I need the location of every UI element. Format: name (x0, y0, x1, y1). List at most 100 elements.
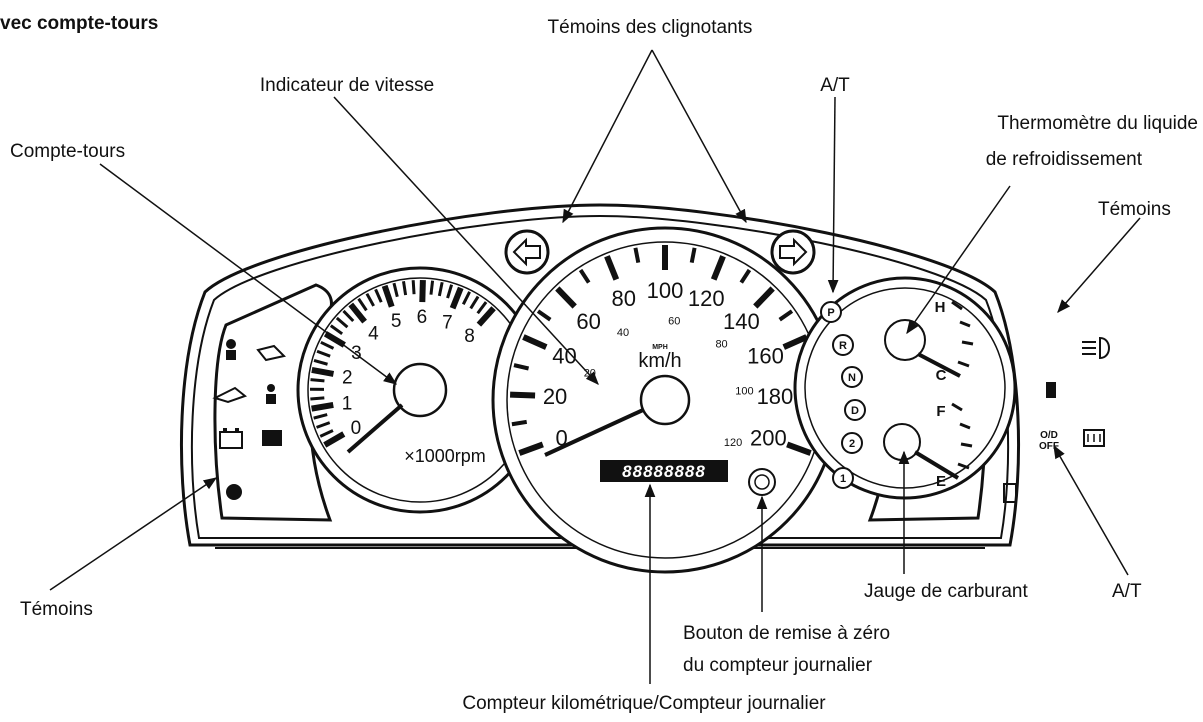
tachometer-number: 2 (342, 368, 353, 389)
temp-gauge-needle (917, 352, 961, 378)
speedometer-number: 160 (747, 343, 784, 368)
gear-indicator-letter: D (851, 405, 859, 417)
od-off-top-label: O/D (1040, 430, 1058, 441)
fuel-gauge-full-label: F (936, 403, 945, 420)
speedometer-mph-label: MPH (652, 344, 668, 351)
tachometer-major-tick (311, 367, 335, 377)
gear-indicator-letter: P (827, 307, 834, 319)
tachometer-minor-tick (313, 359, 328, 366)
speedometer-needle (544, 408, 644, 457)
tachometer-number: 6 (417, 307, 428, 328)
tachometer-minor-tick (476, 301, 488, 315)
tachometer-major-tick (323, 431, 346, 448)
speedometer-minor-tick (536, 309, 552, 322)
tachometer-minor-tick (374, 288, 383, 303)
tachometer-minor-tick (319, 429, 334, 438)
speedometer-number: 80 (612, 286, 636, 311)
odometer-display-digits: 88888888 (622, 462, 706, 481)
tachometer-minor-tick (310, 378, 325, 383)
tachometer-minor-tick (335, 316, 349, 329)
speedometer-major-tick (786, 441, 812, 456)
speedometer-number: 100 (647, 278, 684, 303)
seatbelt-passenger-icon (1046, 382, 1056, 398)
speedometer-minor-tick (513, 363, 530, 371)
tachometer-minor-tick (469, 295, 480, 310)
callout-lines (49, 49, 1141, 684)
tachometer-minor-tick (357, 297, 368, 312)
left-turn-signal-icon (504, 229, 550, 275)
speedometer-number: 140 (723, 309, 760, 334)
diagram-heading: vec compte-tours (0, 13, 159, 34)
speedometer-major-tick (555, 286, 577, 309)
gear-indicator-letter: R (839, 340, 847, 352)
speedometer-number: 120 (688, 286, 725, 311)
tachometer-number: 0 (351, 418, 362, 439)
trip-reset-knob (748, 468, 776, 496)
gear-indicator-letter: N (848, 372, 856, 384)
callout-trip-reset-line2: du compteur journalier (683, 655, 873, 676)
tachometer-minor-tick (402, 281, 408, 296)
tachometer-number: 4 (368, 323, 379, 344)
speedometer-unit-label: km/h (638, 350, 681, 372)
tachometer-minor-tick (310, 396, 325, 401)
gear-indicator-ring (832, 467, 854, 489)
tachometer-minor-tick (461, 291, 471, 305)
callout-fuel-gauge: Jauge de carburant (864, 581, 1028, 602)
tachometer-major-tick (381, 284, 395, 308)
speedometer-inner-number: 40 (617, 327, 629, 339)
speedometer-inner-number: 60 (668, 316, 680, 328)
speedometer-major-tick (604, 255, 620, 281)
tachometer-minor-tick (429, 280, 435, 295)
gear-indicator-ring (832, 334, 854, 356)
temp-gauge-hot-label: H (935, 299, 946, 316)
tachometer-minor-tick (313, 413, 328, 420)
tachometer-hub (392, 362, 448, 418)
tachometer-minor-tick (316, 421, 331, 429)
tachometer-number: 1 (342, 394, 353, 415)
fuel-gauge-needle (913, 450, 960, 480)
oil-pressure-icon (256, 344, 286, 362)
callout-coolant-line2: de refroidissement (985, 149, 1142, 170)
gear-indicator-letter: 2 (849, 438, 855, 450)
fuel-gauge-empty-label: E (936, 473, 946, 490)
od-off-bottom-label: OFF (1039, 441, 1059, 452)
callout-warning-lights-right: Témoins (1098, 199, 1171, 220)
tachometer-needle (346, 403, 404, 454)
speedometer-inner-number: 120 (724, 437, 742, 449)
right-turn-signal-icon (770, 229, 816, 275)
tachometer-minor-tick (411, 280, 416, 295)
gear-indicator-ring (844, 399, 866, 421)
callout-coolant-line1: Thermomètre du liquide (997, 113, 1198, 134)
callout-at-bottom: A/T (1112, 581, 1142, 602)
airbag-icon (266, 384, 276, 404)
door-open-icon (212, 386, 248, 404)
tachometer-major-tick (449, 286, 464, 310)
headlight-icon (1082, 336, 1110, 360)
speedometer-hub (639, 374, 691, 426)
callout-at-top: A/T (820, 75, 850, 96)
speedometer-inner-number: 80 (715, 338, 727, 350)
speedometer-minor-tick (633, 247, 641, 263)
gear-indicator-letter: 1 (840, 473, 846, 485)
gear-indicator-ring (820, 301, 842, 323)
speedometer-number: 60 (576, 309, 600, 334)
tachometer-major-tick (476, 306, 496, 327)
callout-odometer: Compteur kilométrique/Compteur journalie… (462, 693, 826, 714)
speedometer-minor-tick (689, 247, 697, 263)
speedometer-major-tick (782, 334, 808, 350)
speedometer-inner-number: 100 (735, 386, 753, 398)
gear-indicator-ring (841, 432, 863, 454)
tachometer-minor-tick (329, 324, 344, 336)
speedometer-major-tick (753, 286, 775, 309)
rear-defog-icon (1083, 429, 1105, 447)
battery-icon (219, 428, 243, 449)
brake-warning-icon (262, 430, 282, 446)
callout-speedometer: Indicateur de vitesse (259, 75, 435, 96)
callout-tachometer: Compte-tours (10, 141, 126, 162)
speedometer-minor-tick (578, 268, 591, 284)
tachometer-minor-tick (342, 309, 355, 323)
speedometer-major-tick (518, 441, 544, 456)
engine-check-icon (226, 484, 242, 500)
